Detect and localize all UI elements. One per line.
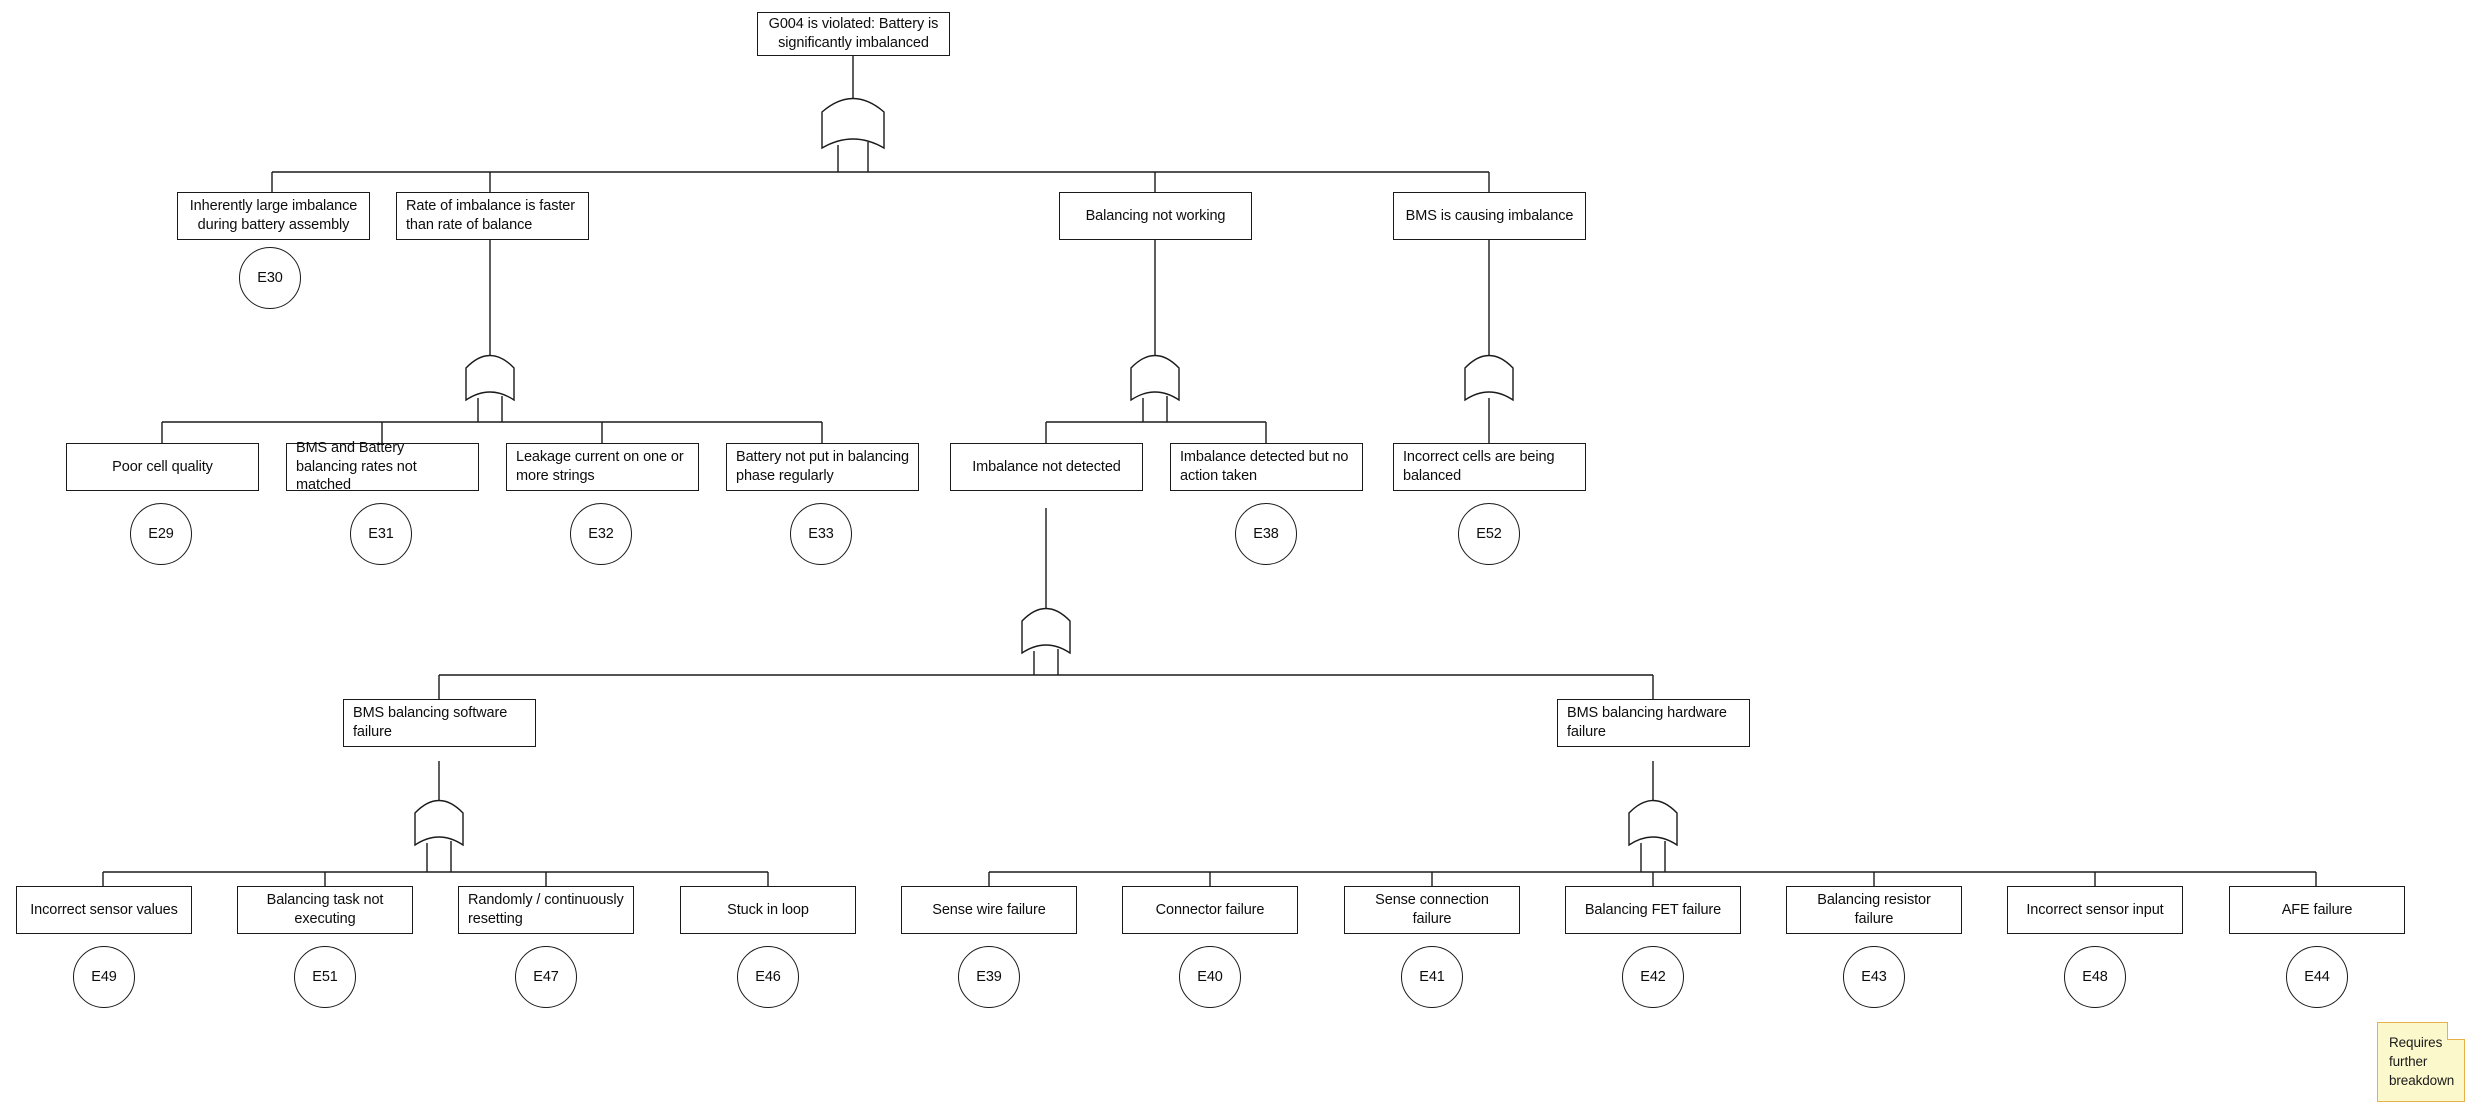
node-label: BMS balancing hardware failure <box>1567 705 1727 740</box>
node-afe-failure[interactable]: AFE failure <box>2229 886 2405 934</box>
event-label: E46 <box>755 969 781 985</box>
sticky-note-text: Requires further breakdown <box>2389 1035 2455 1089</box>
node-poor-cell-quality[interactable]: Poor cell quality <box>66 443 259 491</box>
event-circle-e40[interactable]: E40 <box>1179 946 1241 1008</box>
node-balancing-resistor-failure[interactable]: Balancing resistor failure <box>1786 886 1962 934</box>
event-label: E43 <box>1861 969 1887 985</box>
node-stuck-in-loop[interactable]: Stuck in loop <box>680 886 856 934</box>
node-inherent-imbalance[interactable]: Inherently large imbalance during batter… <box>177 192 370 240</box>
node-label: Balancing not working <box>1085 207 1226 224</box>
node-root-g004[interactable]: G004 is violated: Battery is significant… <box>757 12 950 56</box>
event-circle-e39[interactable]: E39 <box>958 946 1020 1008</box>
event-circle-e48[interactable]: E48 <box>2064 946 2126 1008</box>
node-label: Rate of imbalance is faster than rate of… <box>406 198 575 233</box>
node-bms-hardware-failure[interactable]: BMS balancing hardware failure <box>1557 699 1750 747</box>
node-label: BMS balancing software failure <box>353 705 508 740</box>
node-bms-software-failure[interactable]: BMS balancing software failure <box>343 699 536 747</box>
node-rate-of-imbalance[interactable]: Rate of imbalance is faster than rate of… <box>396 192 589 240</box>
event-circle-e47[interactable]: E47 <box>515 946 577 1008</box>
node-label: Poor cell quality <box>112 458 213 475</box>
event-label: E30 <box>257 270 283 286</box>
event-label: E38 <box>1253 526 1279 542</box>
event-label: E31 <box>368 526 394 542</box>
node-label: Randomly / continuously resetting <box>468 892 624 927</box>
event-label: E39 <box>976 969 1002 985</box>
event-circle-e32[interactable]: E32 <box>570 503 632 565</box>
event-circle-e42[interactable]: E42 <box>1622 946 1684 1008</box>
node-leakage-current[interactable]: Leakage current on one or more strings <box>506 443 699 491</box>
event-label: E40 <box>1197 969 1223 985</box>
event-circle-e30[interactable]: E30 <box>239 247 301 309</box>
event-circle-e33[interactable]: E33 <box>790 503 852 565</box>
event-label: E41 <box>1419 969 1445 985</box>
node-label: Stuck in loop <box>727 901 809 918</box>
node-label: Balancing FET failure <box>1584 901 1722 918</box>
node-label: Imbalance not detected <box>972 458 1121 475</box>
event-circle-e29[interactable]: E29 <box>130 503 192 565</box>
node-label: AFE failure <box>2281 901 2353 918</box>
node-label: BMS and Battery balancing rates not matc… <box>296 440 417 494</box>
node-label: Sense connection failure <box>1375 892 1489 927</box>
node-incorrect-cells-balanced[interactable]: Incorrect cells are being balanced <box>1393 443 1586 491</box>
node-bms-causing-imbalance[interactable]: BMS is causing imbalance <box>1393 192 1586 240</box>
folded-corner-icon <box>2447 1022 2465 1040</box>
event-label: E29 <box>148 526 174 542</box>
node-label: Incorrect sensor input <box>2026 901 2164 918</box>
event-label: E33 <box>808 526 834 542</box>
event-label: E42 <box>1640 969 1666 985</box>
node-label: Balancing task not executing <box>266 892 384 927</box>
node-label: G004 is violated: Battery is significant… <box>768 16 939 51</box>
event-label: E49 <box>91 969 117 985</box>
node-balancing-fet-failure[interactable]: Balancing FET failure <box>1565 886 1741 934</box>
node-sense-connection-failure[interactable]: Sense connection failure <box>1344 886 1520 934</box>
node-balancing-not-working[interactable]: Balancing not working <box>1059 192 1252 240</box>
node-balancing-rates-not-matched[interactable]: BMS and Battery balancing rates not matc… <box>286 440 479 493</box>
node-not-in-balancing-phase[interactable]: Battery not put in balancing phase regul… <box>726 443 919 491</box>
event-circle-e46[interactable]: E46 <box>737 946 799 1008</box>
event-label: E48 <box>2082 969 2108 985</box>
node-connector-failure[interactable]: Connector failure <box>1122 886 1298 934</box>
event-label: E51 <box>312 969 338 985</box>
node-label: Sense wire failure <box>932 901 1046 918</box>
node-randomly-resetting[interactable]: Randomly / continuously resetting <box>458 886 634 934</box>
event-circle-e31[interactable]: E31 <box>350 503 412 565</box>
event-circle-e51[interactable]: E51 <box>294 946 356 1008</box>
event-label: E47 <box>533 969 559 985</box>
event-label: E32 <box>588 526 614 542</box>
event-circle-e43[interactable]: E43 <box>1843 946 1905 1008</box>
node-label: Inherently large imbalance during batter… <box>189 198 358 233</box>
sticky-note-requires-breakdown[interactable]: Requires further breakdown <box>2377 1022 2465 1102</box>
node-label: Incorrect cells are being balanced <box>1403 449 1555 484</box>
node-label: Balancing resistor failure <box>1817 892 1931 927</box>
node-imbalance-not-detected[interactable]: Imbalance not detected <box>950 443 1143 491</box>
node-incorrect-sensor-values[interactable]: Incorrect sensor values <box>16 886 192 934</box>
event-circle-e44[interactable]: E44 <box>2286 946 2348 1008</box>
node-balancing-task-not-executing[interactable]: Balancing task not executing <box>237 886 413 934</box>
node-detected-no-action[interactable]: Imbalance detected but no action taken <box>1170 443 1363 491</box>
node-label: Connector failure <box>1155 901 1265 918</box>
node-label: BMS is causing imbalance <box>1405 207 1574 224</box>
node-label: Imbalance detected but no action taken <box>1180 449 1349 484</box>
event-circle-e52[interactable]: E52 <box>1458 503 1520 565</box>
event-label: E44 <box>2304 969 2330 985</box>
event-circle-e41[interactable]: E41 <box>1401 946 1463 1008</box>
node-label: Battery not put in balancing phase regul… <box>736 449 909 484</box>
event-circle-e49[interactable]: E49 <box>73 946 135 1008</box>
node-sense-wire-failure[interactable]: Sense wire failure <box>901 886 1077 934</box>
event-circle-e38[interactable]: E38 <box>1235 503 1297 565</box>
event-label: E52 <box>1476 526 1502 542</box>
node-incorrect-sensor-input[interactable]: Incorrect sensor input <box>2007 886 2183 934</box>
node-label: Incorrect sensor values <box>30 901 178 918</box>
node-label: Leakage current on one or more strings <box>516 449 684 484</box>
